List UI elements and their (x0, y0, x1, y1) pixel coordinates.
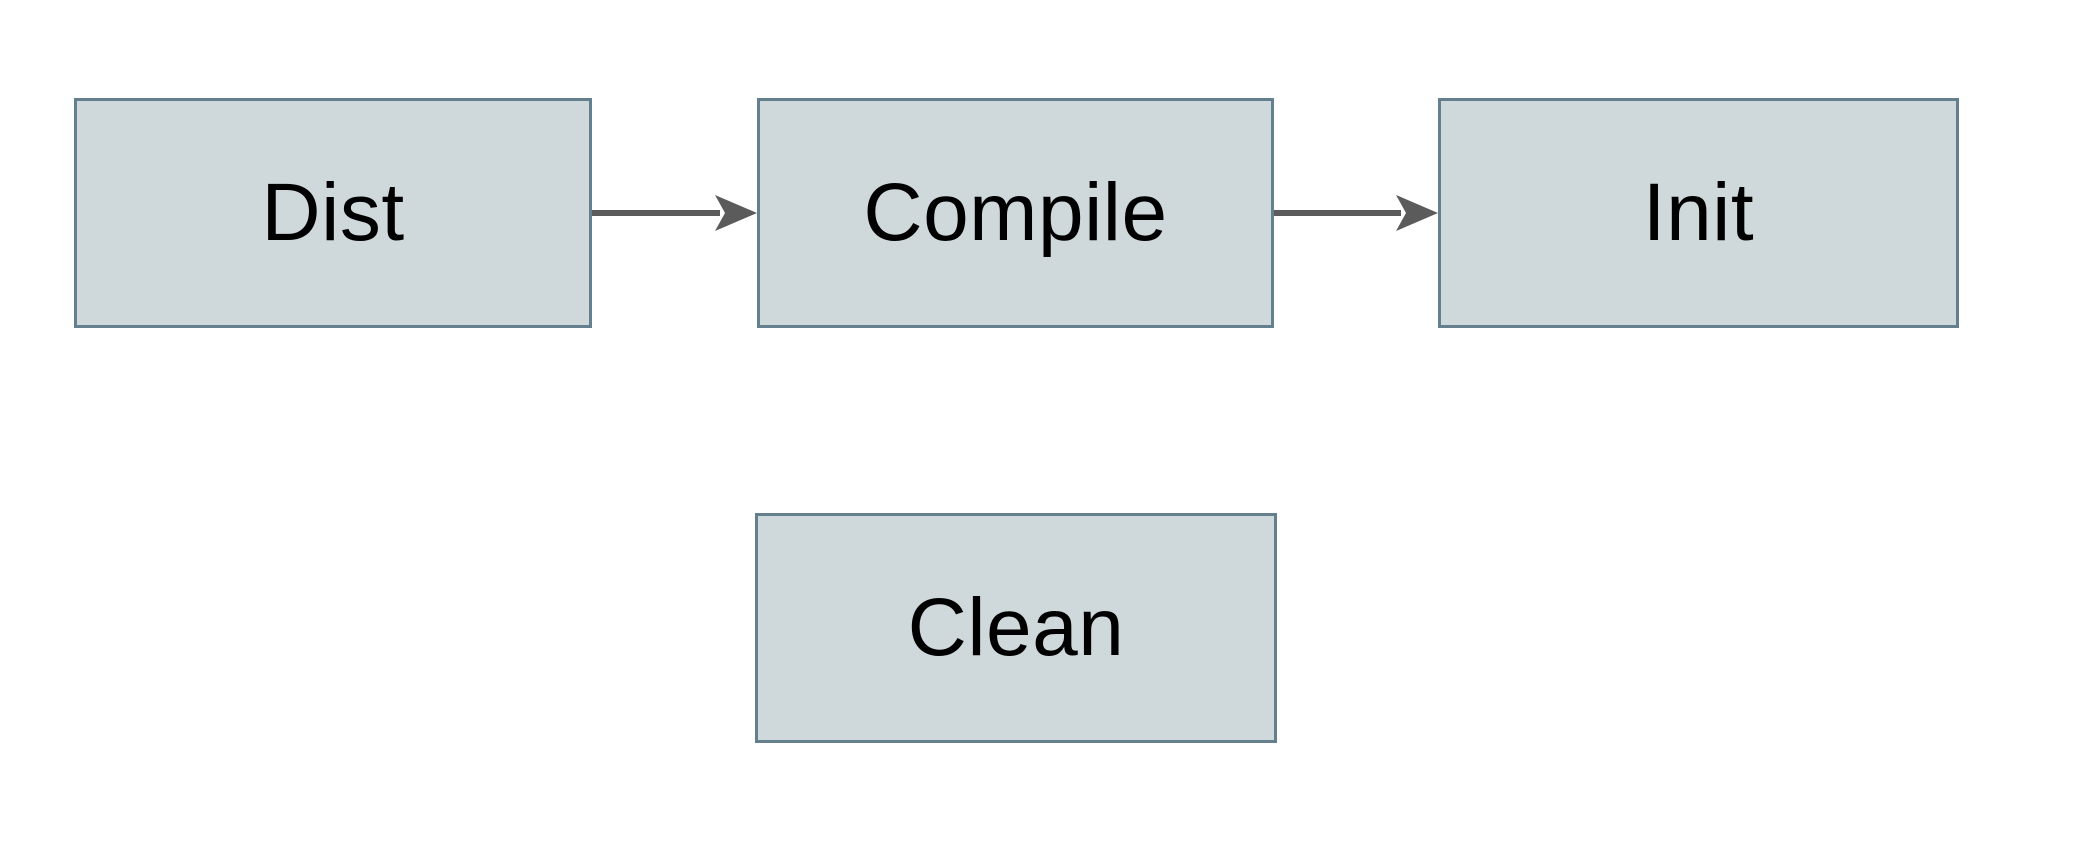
node-dist-label: Dist (261, 167, 405, 258)
node-clean[interactable]: Clean (755, 513, 1277, 743)
node-clean-label: Clean (907, 582, 1125, 673)
arrow-right-icon (592, 195, 757, 231)
node-compile[interactable]: Compile (757, 98, 1274, 328)
node-init[interactable]: Init (1438, 98, 1959, 328)
node-init-label: Init (1642, 167, 1755, 258)
connector-dist-to-compile[interactable] (592, 195, 757, 231)
node-dist[interactable]: Dist (74, 98, 592, 328)
node-compile-label: Compile (863, 167, 1168, 258)
arrow-right-icon (1273, 195, 1438, 231)
connector-compile-to-init[interactable] (1273, 195, 1438, 231)
